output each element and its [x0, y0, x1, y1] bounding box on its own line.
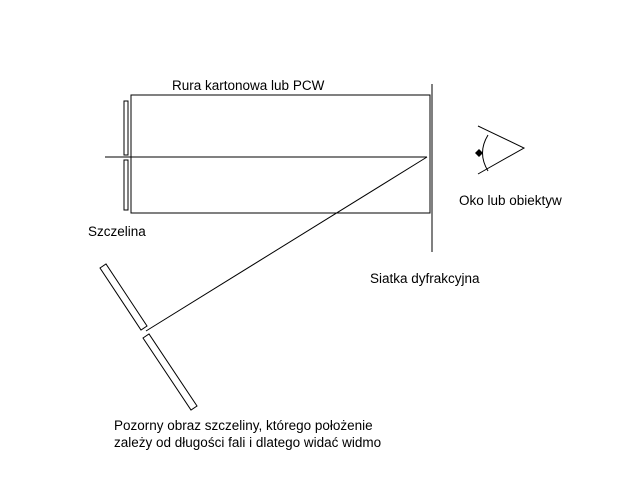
virtual-image-label-line2: zależy od długości fali i dlatego widać …: [114, 435, 381, 450]
virtual-image-plate-upper: [99, 263, 148, 331]
slit-plate-upper: [123, 100, 129, 156]
slit-label: Szczelina: [88, 224, 146, 239]
virtual-image-label-line1: Pozorny obraz szczeliny, którego położen…: [114, 418, 373, 433]
tube-label: Rura kartonowa lub PCW: [172, 78, 325, 93]
eye-pupil: [475, 149, 483, 157]
diffracted-ray: [145, 156, 428, 332]
grating-label: Siatka dyfrakcyjna: [370, 271, 480, 286]
virtual-image-plate-lower: [142, 333, 198, 411]
eye-label: Oko lub obiektyw: [459, 193, 562, 208]
slit-plate-lower: [123, 159, 129, 211]
tube: [130, 94, 431, 214]
eye-icon: [475, 125, 526, 175]
